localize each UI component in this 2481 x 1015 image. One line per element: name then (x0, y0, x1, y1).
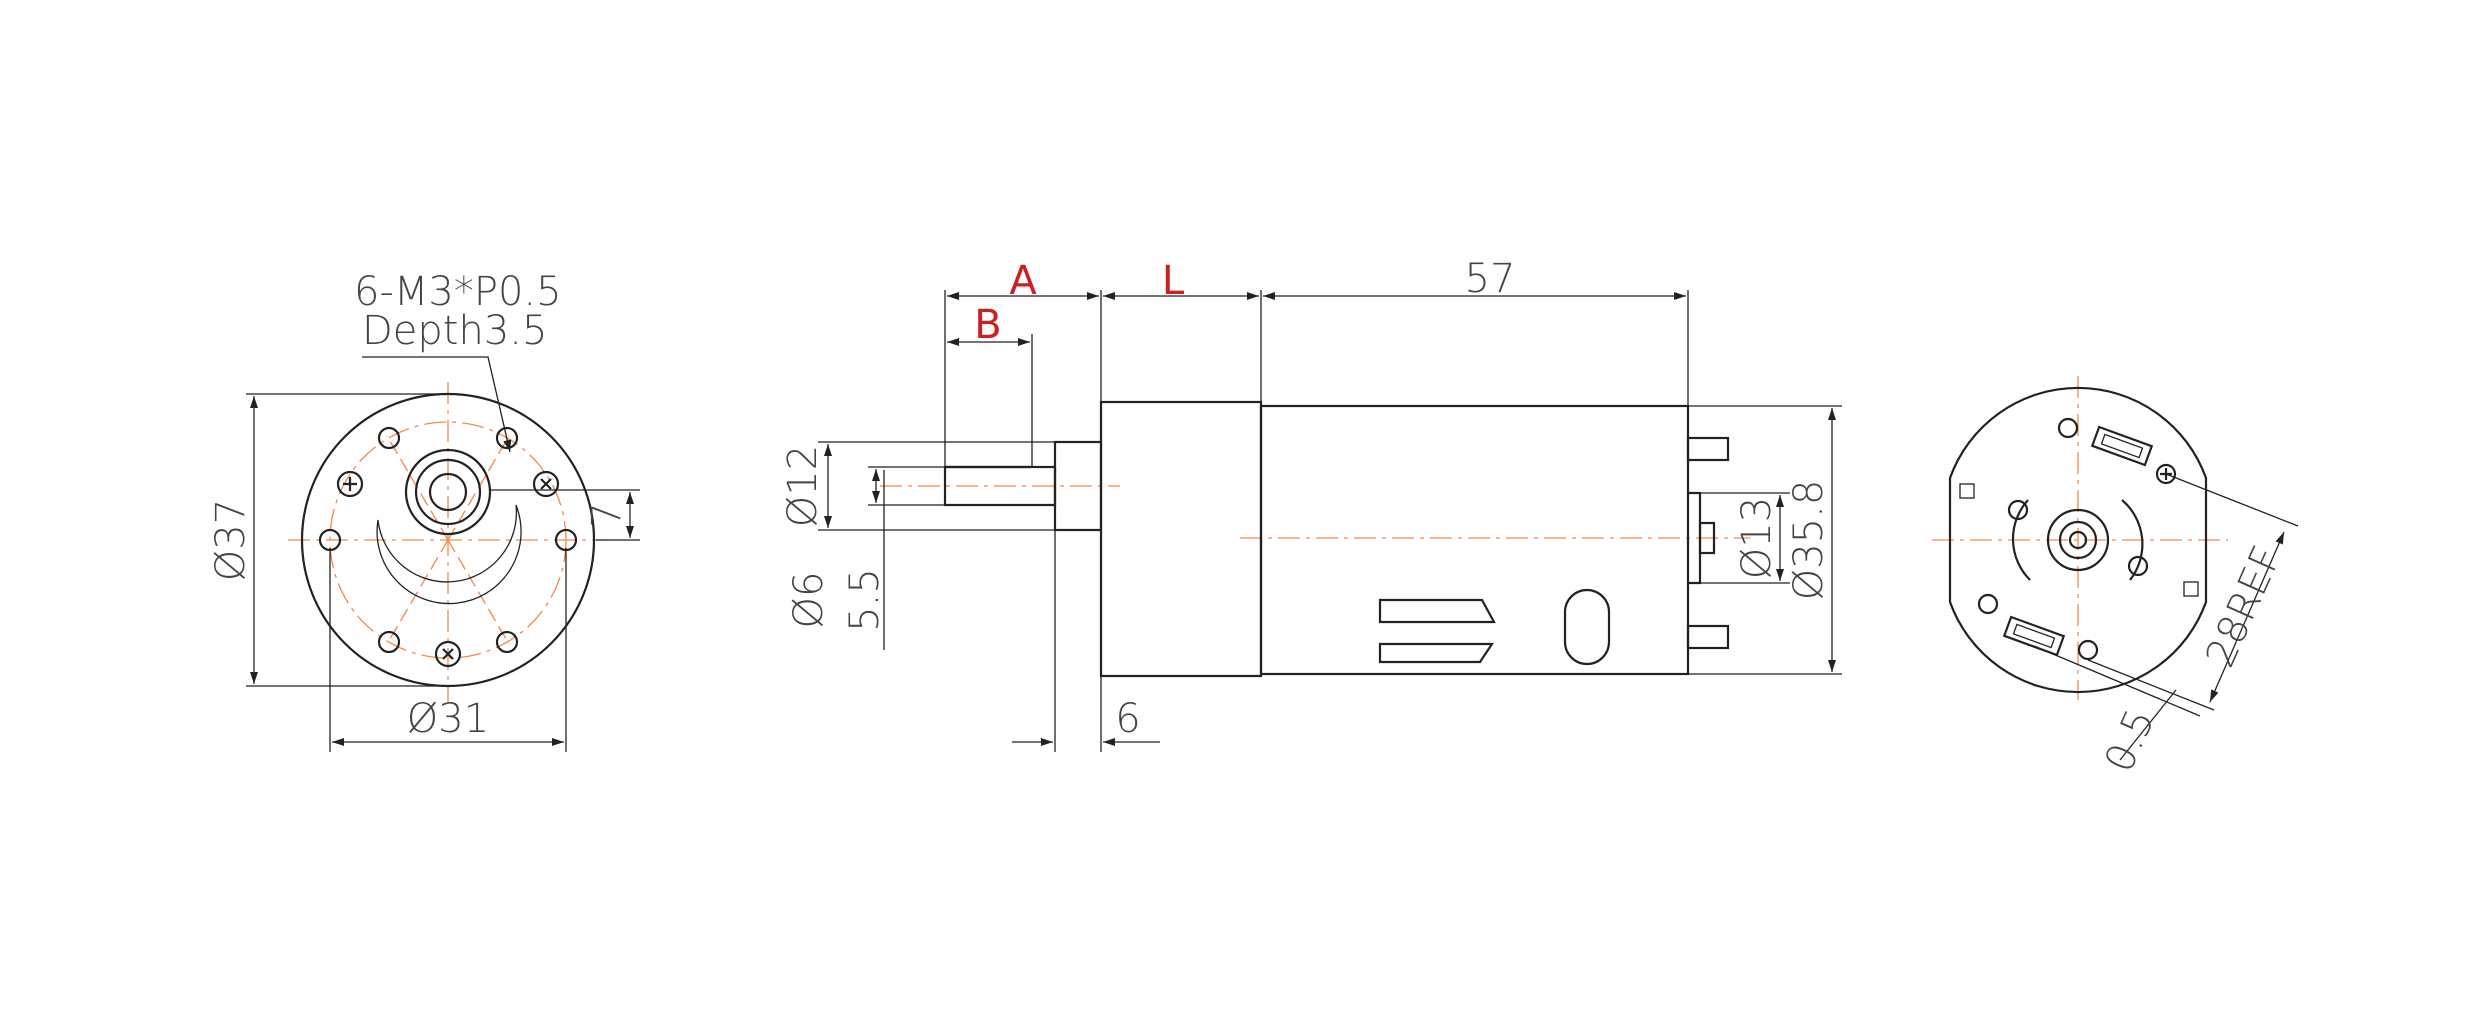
dim-bearing-diameter: Ø13 (1734, 497, 1780, 579)
screw-icon (434, 640, 462, 668)
thread-depth-note: Depth3.5 (362, 308, 547, 354)
motor-body (1259, 404, 1690, 676)
dim-motor-diameter: Ø35.8 (1786, 480, 1832, 601)
dim-terminal-span: 28REF (2197, 539, 2291, 674)
terminal-top (1686, 436, 1730, 462)
dim-shaft-offset: 7 (584, 502, 630, 527)
dim-L: L (1162, 258, 1185, 304)
dim-boss-length: 6 (1115, 696, 1140, 742)
dim-terminal-offset: 0.5 (2096, 702, 2164, 779)
screw-icon (532, 470, 560, 498)
screw-heads (336, 470, 560, 668)
dim-boss-diameter: Ø12 (780, 445, 826, 527)
dim-B: B (974, 302, 1001, 348)
terminal-minus (2002, 615, 2066, 657)
rear-view: 28REF 0.5 (1932, 376, 2299, 779)
output-hub (404, 448, 492, 536)
dim-shaft-flat: 5.5 (842, 568, 888, 632)
dim-shaft-diameter: Ø6 (786, 572, 832, 629)
dim-A: A (1009, 258, 1037, 304)
motor-end-cap (1948, 386, 2208, 694)
mounting-hole (377, 630, 401, 654)
gearbox-body (1099, 400, 1263, 678)
mounting-hole (495, 630, 519, 654)
thread-note: 6-M3*P0.5 (354, 269, 562, 315)
rear-bearing (2046, 508, 2110, 572)
vent-slot (1378, 598, 1496, 624)
terminal-plus (2090, 425, 2154, 467)
vent-slot (1378, 642, 1495, 664)
mounting-hole (377, 426, 401, 450)
vent-oval (1563, 588, 1611, 666)
dim-motor-length: 57 (1465, 256, 1516, 302)
dim-pitch-diameter: Ø31 (407, 696, 489, 742)
dim-outer-diameter: Ø37 (208, 499, 254, 581)
front-view: 6-M3*P0.5 Depth3.5 Ø37 Ø31 7 (208, 269, 640, 752)
terminal-bottom (1686, 624, 1730, 650)
screw-icon (336, 470, 364, 498)
side-view: A L 57 B Ø12 Ø6 5.5 6 Ø13 Ø (780, 256, 1842, 752)
